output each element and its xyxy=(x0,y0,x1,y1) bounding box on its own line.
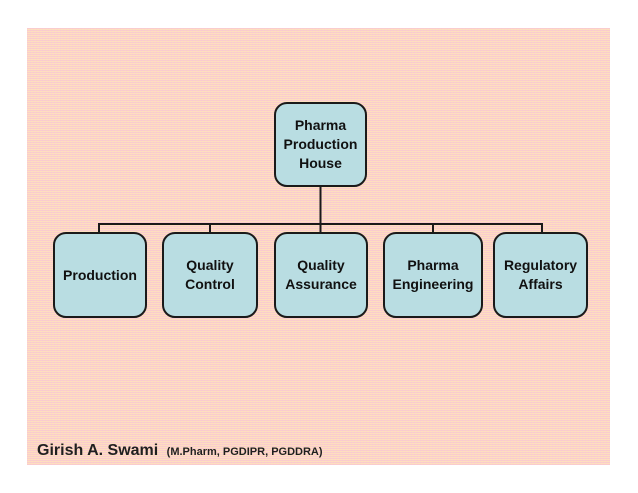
org-box-quality-assurance: Quality Assurance xyxy=(274,232,368,318)
org-box-pharma-engineering: Pharma Engineering xyxy=(383,232,483,318)
org-box-pharma-production-house: Pharma Production House xyxy=(274,102,367,187)
org-box-quality-control: Quality Control xyxy=(162,232,258,318)
author-credentials: (M.Pharm, PGDIPR, PGDDRA) xyxy=(166,446,323,458)
slide-background: Pharma Production House Production Quali… xyxy=(27,28,610,465)
author-credit: Girish A. Swami (M.Pharm, PGDIPR, PGDDRA… xyxy=(37,442,323,460)
org-box-production: Production xyxy=(53,232,147,318)
org-box-regulatory-affairs: Regulatory Affairs xyxy=(493,232,588,318)
author-name: Girish A. Swami xyxy=(37,442,159,459)
